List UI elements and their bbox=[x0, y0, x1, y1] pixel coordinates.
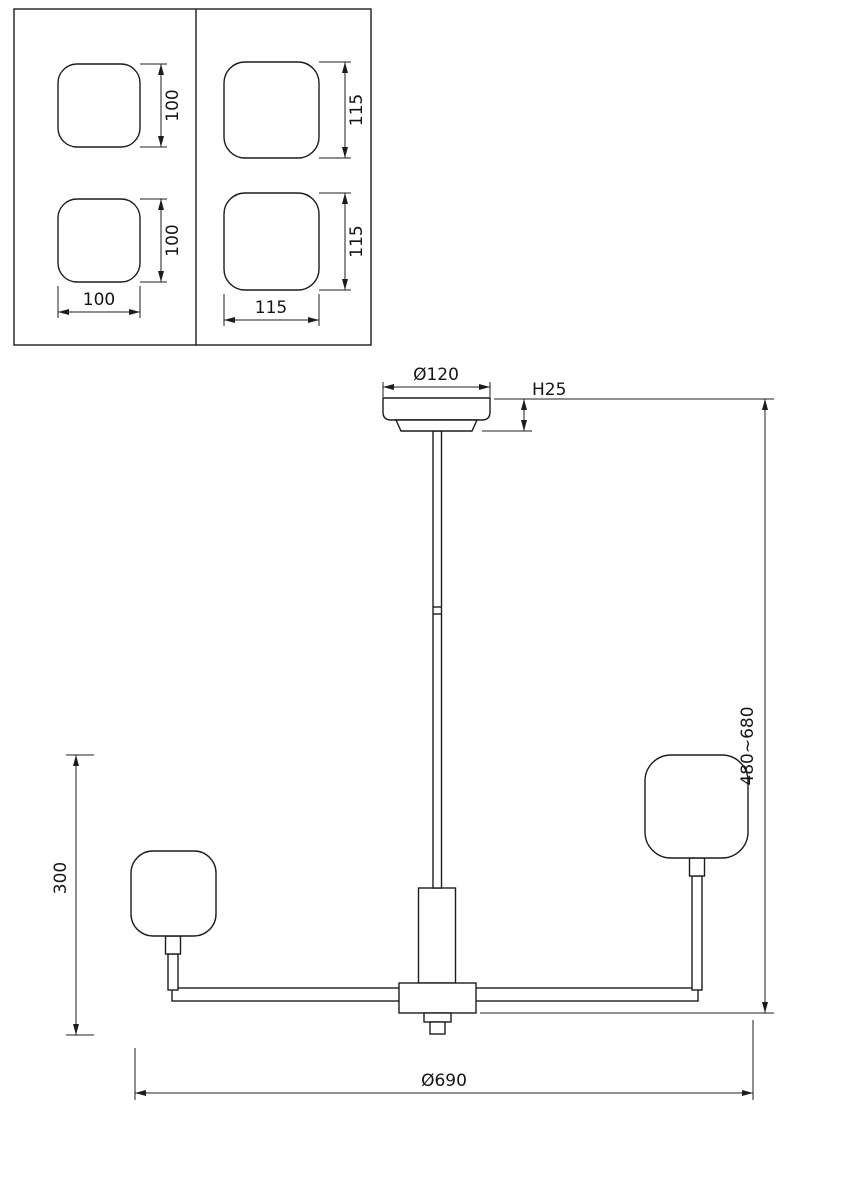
dim-label-canopy-height: H25 bbox=[532, 380, 566, 400]
dim-label-large-width: 115 bbox=[255, 298, 287, 318]
detail-box: 100 100 100 115 115 115 bbox=[13, 8, 372, 346]
right-shade-assembly bbox=[644, 754, 749, 991]
dimensions: Ø120 H25 480~680 300 Ø690 bbox=[51, 365, 774, 1100]
right-socket-neck bbox=[688, 857, 706, 877]
center-hub bbox=[398, 982, 477, 1014]
canopy-flange bbox=[394, 419, 479, 432]
shade-front-large-top bbox=[223, 61, 320, 159]
shade-front-large-bottom bbox=[223, 192, 320, 291]
hub-plate bbox=[423, 1012, 452, 1023]
dim-label-overall-diameter: Ø690 bbox=[421, 1071, 467, 1091]
dimension-overall-height: 480~680 bbox=[480, 398, 774, 1014]
dimension-left-drop: 300 bbox=[51, 754, 94, 1036]
center-body bbox=[417, 887, 457, 984]
left-shade-assembly bbox=[130, 850, 217, 991]
shade-front-small-top bbox=[57, 63, 141, 148]
dim-label-canopy-diameter: Ø120 bbox=[413, 365, 459, 385]
canopy-body bbox=[382, 397, 491, 421]
detail-right-panel: 115 115 115 bbox=[223, 61, 367, 326]
right-arm-riser bbox=[691, 875, 703, 991]
left-socket-neck bbox=[164, 935, 182, 955]
dim-label-overall-height: 480~680 bbox=[738, 706, 758, 785]
suspension-rod bbox=[432, 430, 443, 889]
hub-finial bbox=[429, 1021, 446, 1035]
right-shade bbox=[644, 754, 749, 859]
dim-label-small-width: 100 bbox=[83, 290, 115, 310]
fixture-elevation bbox=[130, 397, 749, 1035]
detail-box-frame bbox=[13, 8, 372, 346]
dim-label-large-top-height: 115 bbox=[347, 94, 367, 126]
left-arm-riser bbox=[167, 953, 179, 991]
dim-label-small-bottom-height: 100 bbox=[163, 224, 183, 256]
detail-left-panel: 100 100 100 bbox=[57, 63, 183, 318]
ceiling-canopy bbox=[382, 397, 491, 432]
dimension-canopy-diameter: Ø120 bbox=[382, 365, 491, 397]
dim-label-small-top-height: 100 bbox=[163, 89, 183, 121]
dimension-overall-diameter: Ø690 bbox=[134, 1020, 754, 1100]
left-shade bbox=[130, 850, 217, 937]
dim-label-large-bottom-height: 115 bbox=[347, 225, 367, 257]
shade-front-small-bottom bbox=[57, 198, 141, 283]
dimension-canopy-height: H25 bbox=[482, 380, 566, 432]
dim-label-left-drop: 300 bbox=[51, 862, 71, 894]
